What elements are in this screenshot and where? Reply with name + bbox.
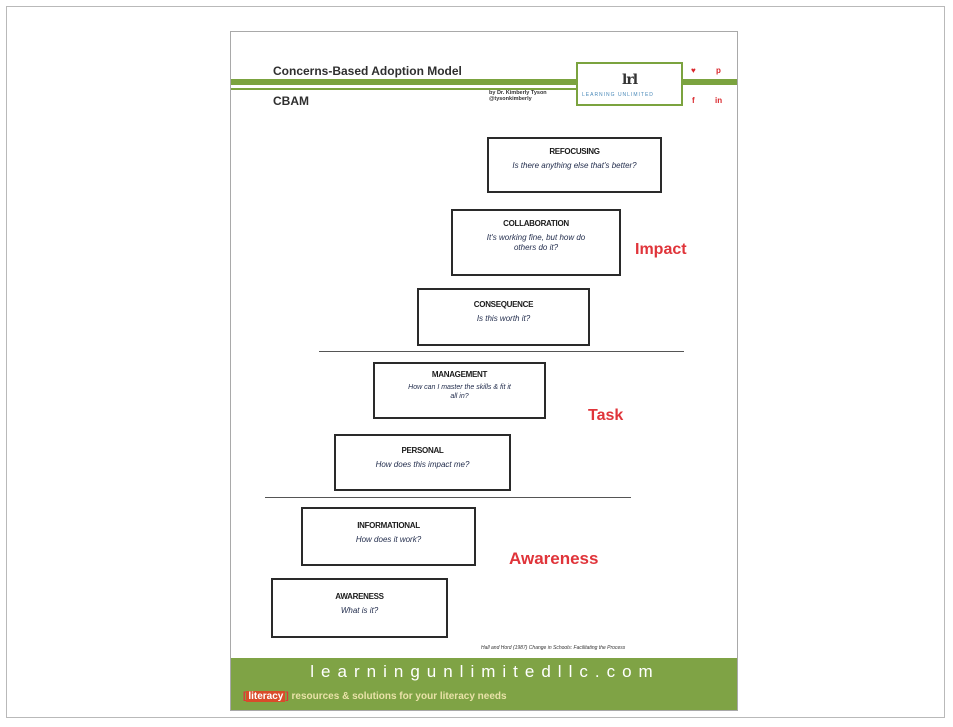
tag-bracket-close: ]: [285, 691, 289, 702]
header-green-rule: [231, 88, 576, 90]
stage-name: COLLABORATION: [503, 219, 569, 228]
tag-rest: resources & solutions for your literacy …: [288, 691, 507, 702]
stage-collaboration: COLLABORATION It's working fine, but how…: [451, 209, 621, 276]
facebook-icon[interactable]: f: [692, 96, 695, 105]
author-name: by Dr. Kimberly Tyson: [489, 90, 547, 96]
logo-mark: lrl: [622, 72, 638, 88]
stage-informational: INFORMATIONAL How does it work?: [301, 507, 476, 566]
tag-literacy: literacy: [246, 691, 286, 702]
learning-unlimited-logo: lrl LEARNING UNLIMITED: [576, 62, 683, 106]
category-awareness: Awareness: [509, 549, 599, 568]
logo-text: LEARNING UNLIMITED: [582, 92, 654, 98]
source-citation: Hall and Hord (1987) Change in Schools: …: [481, 645, 626, 651]
stage-question: How does this impact me?: [375, 460, 470, 469]
separator-impact-task: [319, 351, 684, 352]
document-title: Concerns-Based Adoption Model: [273, 64, 462, 78]
author-handle: @tysonkimberly: [489, 96, 532, 102]
stage-management: MANAGEMENT How can I master the skills &…: [373, 362, 546, 419]
footer-url[interactable]: learningunlimitedllc.com: [310, 662, 660, 681]
stage-name: PERSONAL: [401, 446, 444, 455]
stage-question: Is this worth it?: [476, 314, 531, 323]
stage-name: MANAGEMENT: [431, 370, 488, 379]
cbam-document: Concerns-Based Adoption Model CBAM by Dr…: [230, 31, 738, 711]
stage-consequence: CONSEQUENCE Is this worth it?: [417, 288, 590, 346]
stage-question: What is it?: [340, 606, 379, 615]
footer-banner: learningunlimitedllc.com [literacy] reso…: [231, 658, 737, 710]
pinterest-icon[interactable]: p: [716, 66, 721, 75]
stage-name: CONSEQUENCE: [473, 300, 534, 309]
stage-name: INFORMATIONAL: [357, 521, 420, 530]
stage-name: AWARENESS: [335, 592, 384, 601]
linkedin-icon[interactable]: in: [715, 96, 723, 105]
footer-tagline: [literacy] resources & solutions for you…: [243, 691, 507, 702]
stage-name: REFOCUSING: [549, 147, 600, 156]
image-frame: Concerns-Based Adoption Model CBAM by Dr…: [6, 6, 945, 718]
category-impact: Impact: [635, 241, 687, 258]
separator-task-awareness: [265, 497, 631, 498]
stage-question: How does it work?: [355, 535, 422, 544]
category-task: Task: [588, 407, 624, 424]
stage-question: How can I master the skills & fit it all…: [408, 384, 511, 400]
stage-awareness: AWARENESS What is it?: [271, 578, 448, 638]
stage-question: It's working fine, but how do others do …: [486, 233, 586, 252]
author-credit: by Dr. Kimberly Tyson @tysonkimberly: [489, 90, 547, 102]
stage-question: Is there anything else that's better?: [512, 161, 637, 170]
tag-bracket-open: [: [243, 691, 247, 702]
header-green-bar: [231, 79, 737, 85]
stage-personal: PERSONAL How does this impact me?: [334, 434, 511, 491]
twitter-icon[interactable]: ♥: [691, 66, 696, 75]
stage-refocusing: REFOCUSING Is there anything else that's…: [487, 137, 662, 193]
document-subtitle: CBAM: [273, 94, 309, 108]
